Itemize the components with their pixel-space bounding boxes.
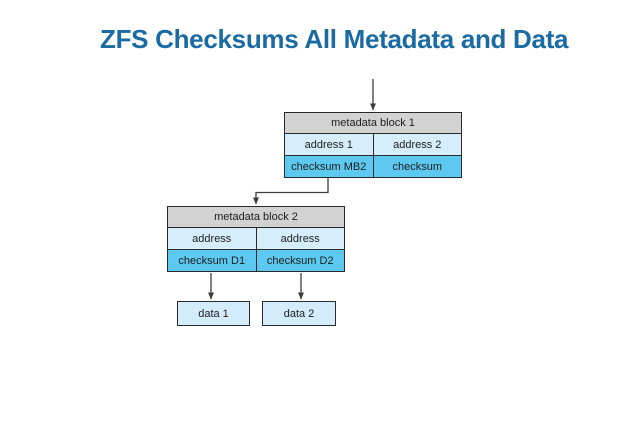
mb2-address-1-cell: address bbox=[168, 228, 256, 249]
mb2-address-2-cell: address bbox=[256, 228, 344, 249]
mb2-checksum-d2-cell: checksum D2 bbox=[256, 250, 344, 271]
metadata-block-1: metadata block 1 address 1 address 2 che… bbox=[284, 112, 462, 178]
mb1-address-2-cell: address 2 bbox=[373, 134, 461, 155]
mb1-checksum-mb2-cell: checksum MB2 bbox=[285, 156, 373, 177]
mb2-checksum-d1-cell: checksum D1 bbox=[168, 250, 256, 271]
metadata-block-2: metadata block 2 address address checksu… bbox=[167, 206, 345, 272]
metadata-block-1-header: metadata block 1 bbox=[285, 113, 461, 133]
data-block-2: data 2 bbox=[262, 301, 336, 326]
metadata-block-2-header: metadata block 2 bbox=[168, 207, 344, 227]
connector-checksum-mb2-to-metadata-block-2 bbox=[253, 178, 329, 205]
mb1-checksum-cell: checksum bbox=[373, 156, 461, 177]
data-block-1: data 1 bbox=[177, 301, 250, 326]
mb1-address-1-cell: address 1 bbox=[285, 134, 373, 155]
page-title: ZFS Checksums All Metadata and Data bbox=[100, 24, 569, 54]
